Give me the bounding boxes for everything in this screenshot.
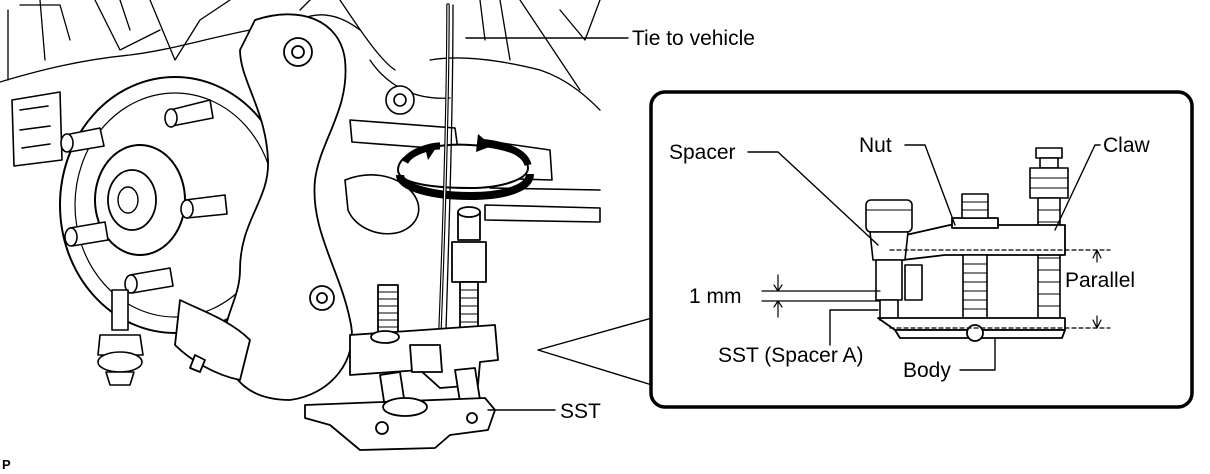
callout-body: Body: [903, 359, 951, 382]
body-plate: [877, 317, 1066, 342]
ball-joint: [97, 289, 144, 386]
steering-knuckle: [174, 13, 353, 401]
callout-spacer: Spacer: [669, 141, 736, 164]
wheel-hub: [59, 76, 291, 334]
callout-sst: SST: [560, 400, 601, 423]
callout-sst-spacer-a: SST (Spacer A): [718, 344, 864, 367]
parallel-arrows: [1092, 249, 1102, 329]
callout-nut: Nut: [859, 134, 892, 157]
gap-dimension: [761, 274, 881, 318]
sst-puller-tool: [304, 206, 499, 451]
main-leader-lines: [465, 37, 629, 411]
nut-screw: [961, 193, 989, 326]
bracket-left: [11, 91, 63, 167]
callout-claw: Claw: [1103, 134, 1151, 157]
inset-leader-lines: [747, 144, 1101, 371]
drive-shaft: [344, 85, 601, 235]
tie-wire: [438, 3, 454, 332]
rotation-arrow: [396, 134, 534, 201]
callout-1mm: 1 mm: [689, 285, 742, 308]
inset-pointer: [537, 317, 653, 386]
callout-parallel: Parallel: [1065, 269, 1135, 292]
figure-code: P: [2, 457, 11, 472]
callout-tie-to-vehicle: Tie to vehicle: [632, 27, 755, 50]
claw-plate: [874, 217, 1066, 263]
axle-hub-assembly-drawing: [0, 0, 629, 451]
parallel-guide-lines: [889, 249, 1111, 329]
detail-inset: [537, 90, 1194, 409]
